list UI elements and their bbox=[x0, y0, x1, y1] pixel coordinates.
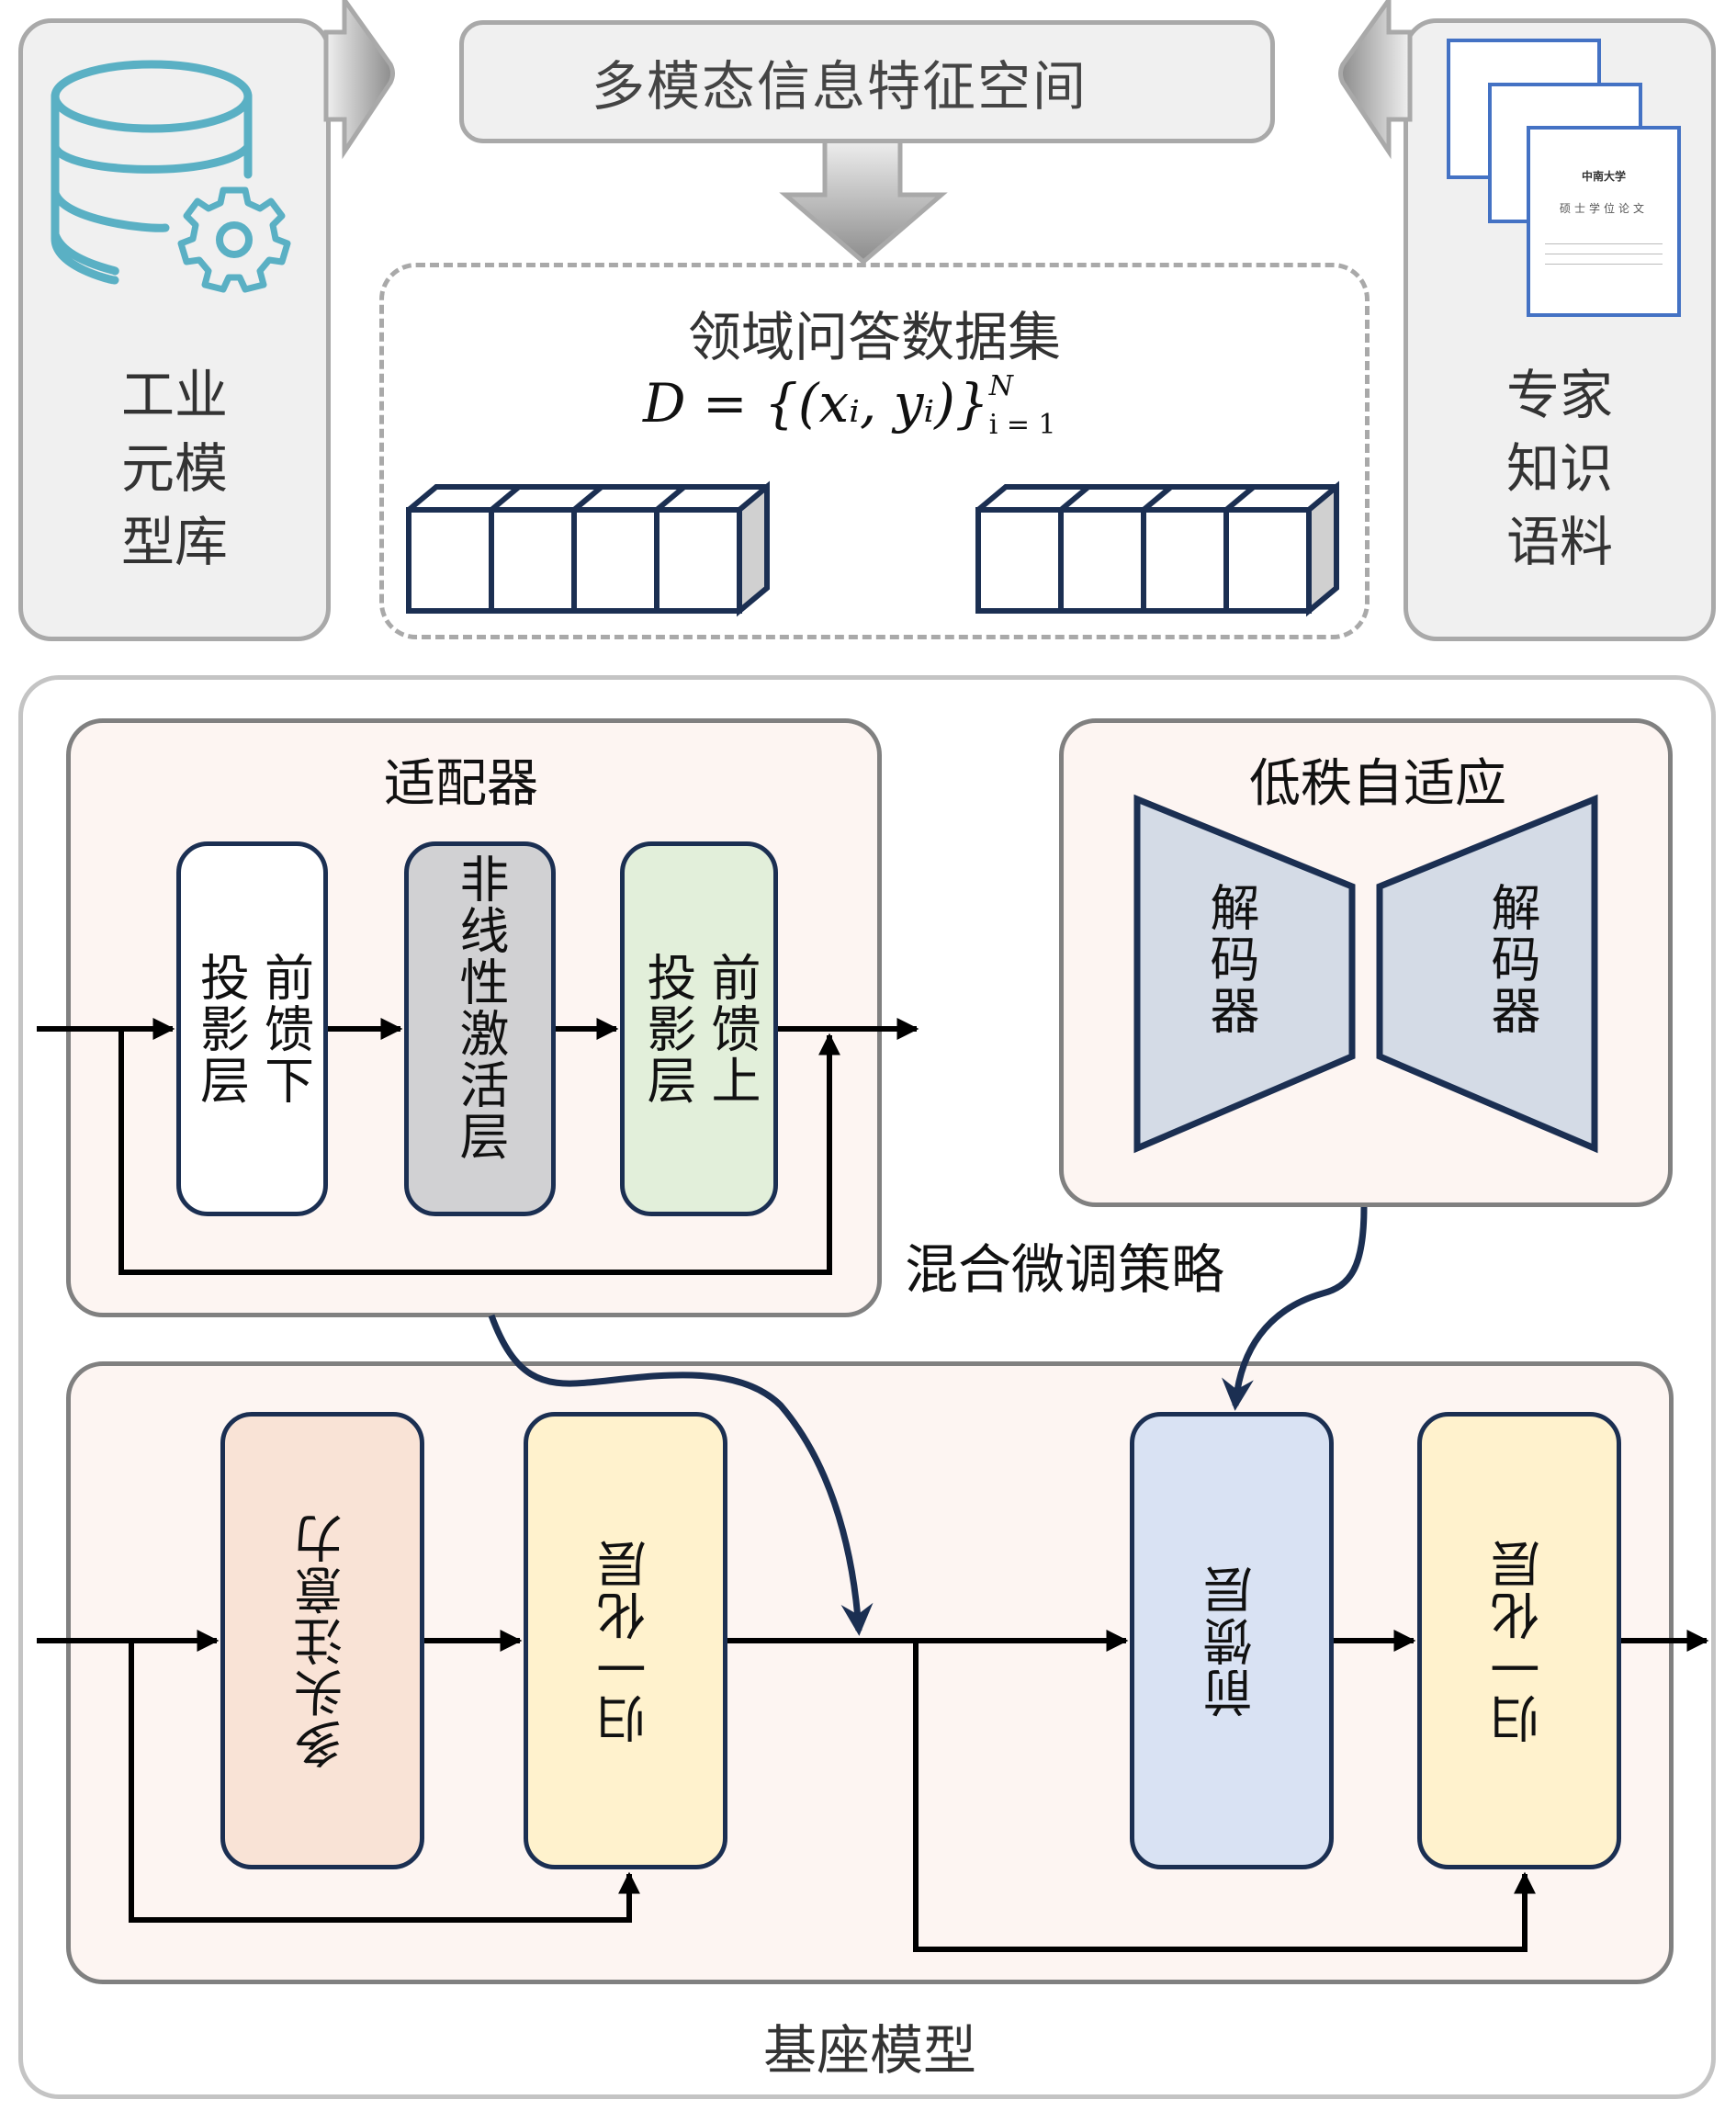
industrial-model-library-label: 工业 元模 型库 bbox=[18, 358, 331, 579]
document-school: 中南大学 bbox=[1581, 170, 1626, 183]
right-arrow-from-library bbox=[323, 0, 395, 160]
label-line: 型库 bbox=[120, 511, 228, 573]
adapter-nonlinear-activation-block: 非线性激活层 bbox=[404, 841, 556, 1216]
formula-main: D = {(xᵢ, yᵢ)} bbox=[643, 372, 989, 435]
norm-layer-2-block: 归一化层 bbox=[1417, 1412, 1621, 1869]
adapter-down-projection-block: 前馈下投影层 bbox=[176, 841, 328, 1216]
norm-layer-1-block: 归一化层 bbox=[524, 1412, 727, 1869]
left-arrow-from-corpus bbox=[1338, 0, 1413, 160]
hybrid-strategy-label: 混合微调策略 bbox=[905, 1238, 1225, 1301]
feature-space-box: 多模态信息特征空间 bbox=[459, 20, 1275, 143]
block-label: 多头注意力 bbox=[293, 1512, 352, 1769]
block-label: 归一化层 bbox=[596, 1538, 655, 1744]
label-line: 元模 bbox=[120, 437, 228, 500]
adapter-up-projection-block: 前馈上投影层 bbox=[620, 841, 778, 1216]
document-page: 中南大学 硕士学位论文 bbox=[1527, 126, 1681, 317]
feed-forward-block: 前馈层 bbox=[1130, 1412, 1334, 1869]
block-label: 前馈下投影层 bbox=[191, 952, 314, 1106]
dataset-title: 领域问答数据集 bbox=[687, 306, 1061, 368]
thesis-documents-icon: 中南大学 硕士学位论文 bbox=[1444, 39, 1683, 317]
down-arrow-to-dataset bbox=[779, 135, 948, 265]
formula-superscript: N bbox=[988, 370, 1013, 402]
adapter-title: 适配器 bbox=[384, 754, 538, 814]
document-line bbox=[1545, 264, 1663, 265]
label-line: 语料 bbox=[1505, 511, 1613, 573]
block-label: 前馈层 bbox=[1202, 1563, 1261, 1718]
block-label: 非线性激活层 bbox=[451, 853, 509, 1162]
expert-knowledge-corpus-label: 专家 知识 语料 bbox=[1403, 358, 1716, 579]
document-title: 硕士学位论文 bbox=[1559, 202, 1648, 215]
document-line bbox=[1545, 243, 1663, 244]
decoder-left-label: 解码器 bbox=[1201, 882, 1259, 1036]
label-line: 专家 bbox=[1505, 364, 1613, 426]
block-label: 前馈上投影层 bbox=[638, 952, 761, 1106]
decoder-right-label: 解码器 bbox=[1482, 882, 1540, 1036]
formula-subscript: i = 1 bbox=[988, 409, 1056, 441]
lora-title: 低秩自适应 bbox=[1249, 754, 1506, 814]
block-label: 归一化层 bbox=[1490, 1538, 1549, 1744]
multi-head-attention-block: 多头注意力 bbox=[220, 1412, 424, 1869]
feature-space-label: 多模态信息特征空间 bbox=[591, 55, 1088, 118]
label-line: 知识 bbox=[1505, 437, 1613, 500]
fine-tuning-container bbox=[18, 675, 1716, 2099]
base-model-title: 基座模型 bbox=[762, 2019, 976, 2082]
label-line: 工业 bbox=[120, 364, 228, 426]
